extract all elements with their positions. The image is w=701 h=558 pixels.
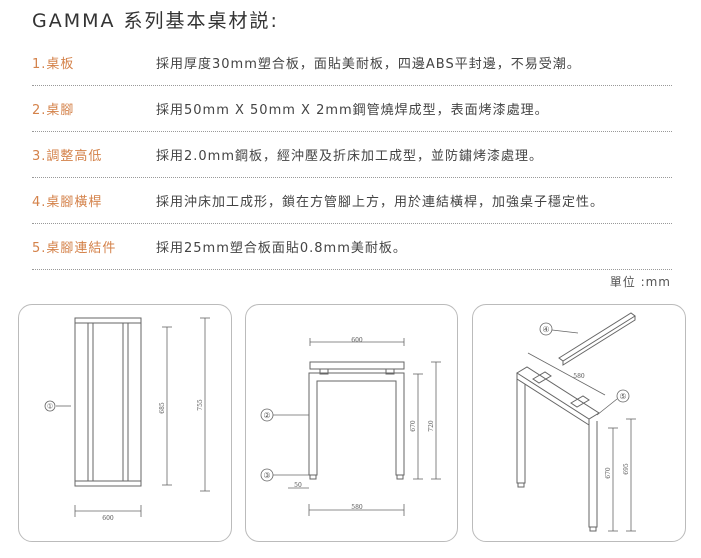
row-divider — [32, 223, 672, 224]
perspective-view-panel: ④ ⑤ 580 670 695 — [472, 304, 686, 542]
marker-text: ③ — [263, 471, 270, 480]
dimension-line — [527, 352, 606, 396]
spec-row-desktop: 1.桌板 採用厚度30mm塑合板，面貼美耐板，四邊ABS平封邊，不易受潮。 — [32, 40, 672, 86]
front-view-drawing: ① 685 755 600 — [44, 317, 210, 522]
dimension-label: 50 — [294, 482, 302, 489]
spec-desc: 採用2.0mm鋼板，經沖壓及折床加工成型，並防鏽烤漆處理。 — [156, 149, 544, 164]
spec-row-adjuster: 3.調整高低 採用2.0mm鋼板，經沖壓及折床加工成型，並防鏽烤漆處理。 — [32, 132, 672, 178]
dimension-label: 580 — [573, 373, 585, 380]
row-divider — [32, 269, 672, 270]
spec-label: 1.桌板 — [32, 57, 75, 72]
marker-text: ④ — [542, 325, 549, 334]
part-marker — [260, 468, 274, 482]
dimension-label: 695 — [623, 463, 630, 475]
spec-desc: 採用厚度30mm塑合板，面貼美耐板，四邊ABS平封邊，不易受潮。 — [156, 57, 581, 72]
spec-label: 5.桌腳連結件 — [32, 241, 117, 256]
leg-outline — [74, 317, 142, 487]
part-marker — [539, 322, 553, 336]
spec-row-connector: 5.桌腳連結件 採用25mm塑合板面貼0.8mm美耐板。 — [32, 224, 672, 270]
leg-top-beam — [516, 366, 600, 420]
spec-row-legs: 2.桌腳 採用50mm X 50mm X 2mm鋼管燒焊成型，表面烤漆處理。 — [32, 86, 672, 132]
part-marker — [260, 408, 274, 422]
side-view-drawing: 600 ② ③ 50 580 670 720 — [260, 337, 441, 516]
dimension-label: 670 — [410, 420, 417, 432]
marker-text: ② — [263, 411, 270, 420]
spec-label: 3.調整高低 — [32, 149, 103, 164]
marker-text: ① — [47, 403, 53, 411]
spec-label: 4.桌腳橫桿 — [32, 195, 103, 210]
spec-desc: 採用50mm X 50mm X 2mm鋼管燒焊成型，表面烤漆處理。 — [156, 103, 549, 118]
spec-row-crossbar: 4.桌腳橫桿 採用沖床加工成形，鎖在方管腳上方，用於連結橫桿，加強桌子穩定性。 — [32, 178, 672, 224]
spec-label: 2.桌腳 — [32, 103, 75, 118]
front-leg — [516, 379, 526, 484]
dimension-label: 670 — [605, 467, 612, 479]
dimension-label: 685 — [159, 402, 166, 414]
desktop-plate — [309, 361, 405, 370]
dimension-label: 580 — [351, 504, 363, 511]
connector-bar-side — [562, 316, 636, 366]
part-marker — [616, 389, 630, 403]
page-title: GAMMA 系列基本桌材説: — [32, 10, 279, 32]
front-view-panel: ① 685 755 600 — [18, 304, 232, 542]
dimension-label: 600 — [102, 515, 114, 522]
unit-label: 單位 :mm — [609, 275, 671, 289]
row-divider — [32, 131, 672, 132]
spec-desc: 採用25mm塑合板面貼0.8mm美耐板。 — [156, 241, 407, 256]
connector-bar — [558, 312, 636, 362]
leg-frame — [308, 372, 405, 476]
part-marker — [44, 400, 56, 412]
back-leg — [588, 421, 598, 528]
dimension-label: 720 — [428, 420, 435, 432]
row-divider — [32, 85, 672, 86]
perspective-view-drawing: ④ ⑤ 580 670 695 — [516, 312, 636, 532]
marker-text: ⑤ — [619, 392, 626, 401]
dimension-label: 755 — [197, 399, 204, 411]
side-view-panel: 600 ② ③ 50 580 670 720 — [245, 304, 458, 542]
dimension-label: 600 — [351, 337, 363, 344]
row-divider — [32, 177, 672, 178]
spec-desc: 採用沖床加工成形，鎖在方管腳上方，用於連結橫桿，加強桌子穩定性。 — [156, 195, 605, 210]
bottom-rail — [74, 480, 142, 487]
top-rail — [74, 317, 142, 324]
